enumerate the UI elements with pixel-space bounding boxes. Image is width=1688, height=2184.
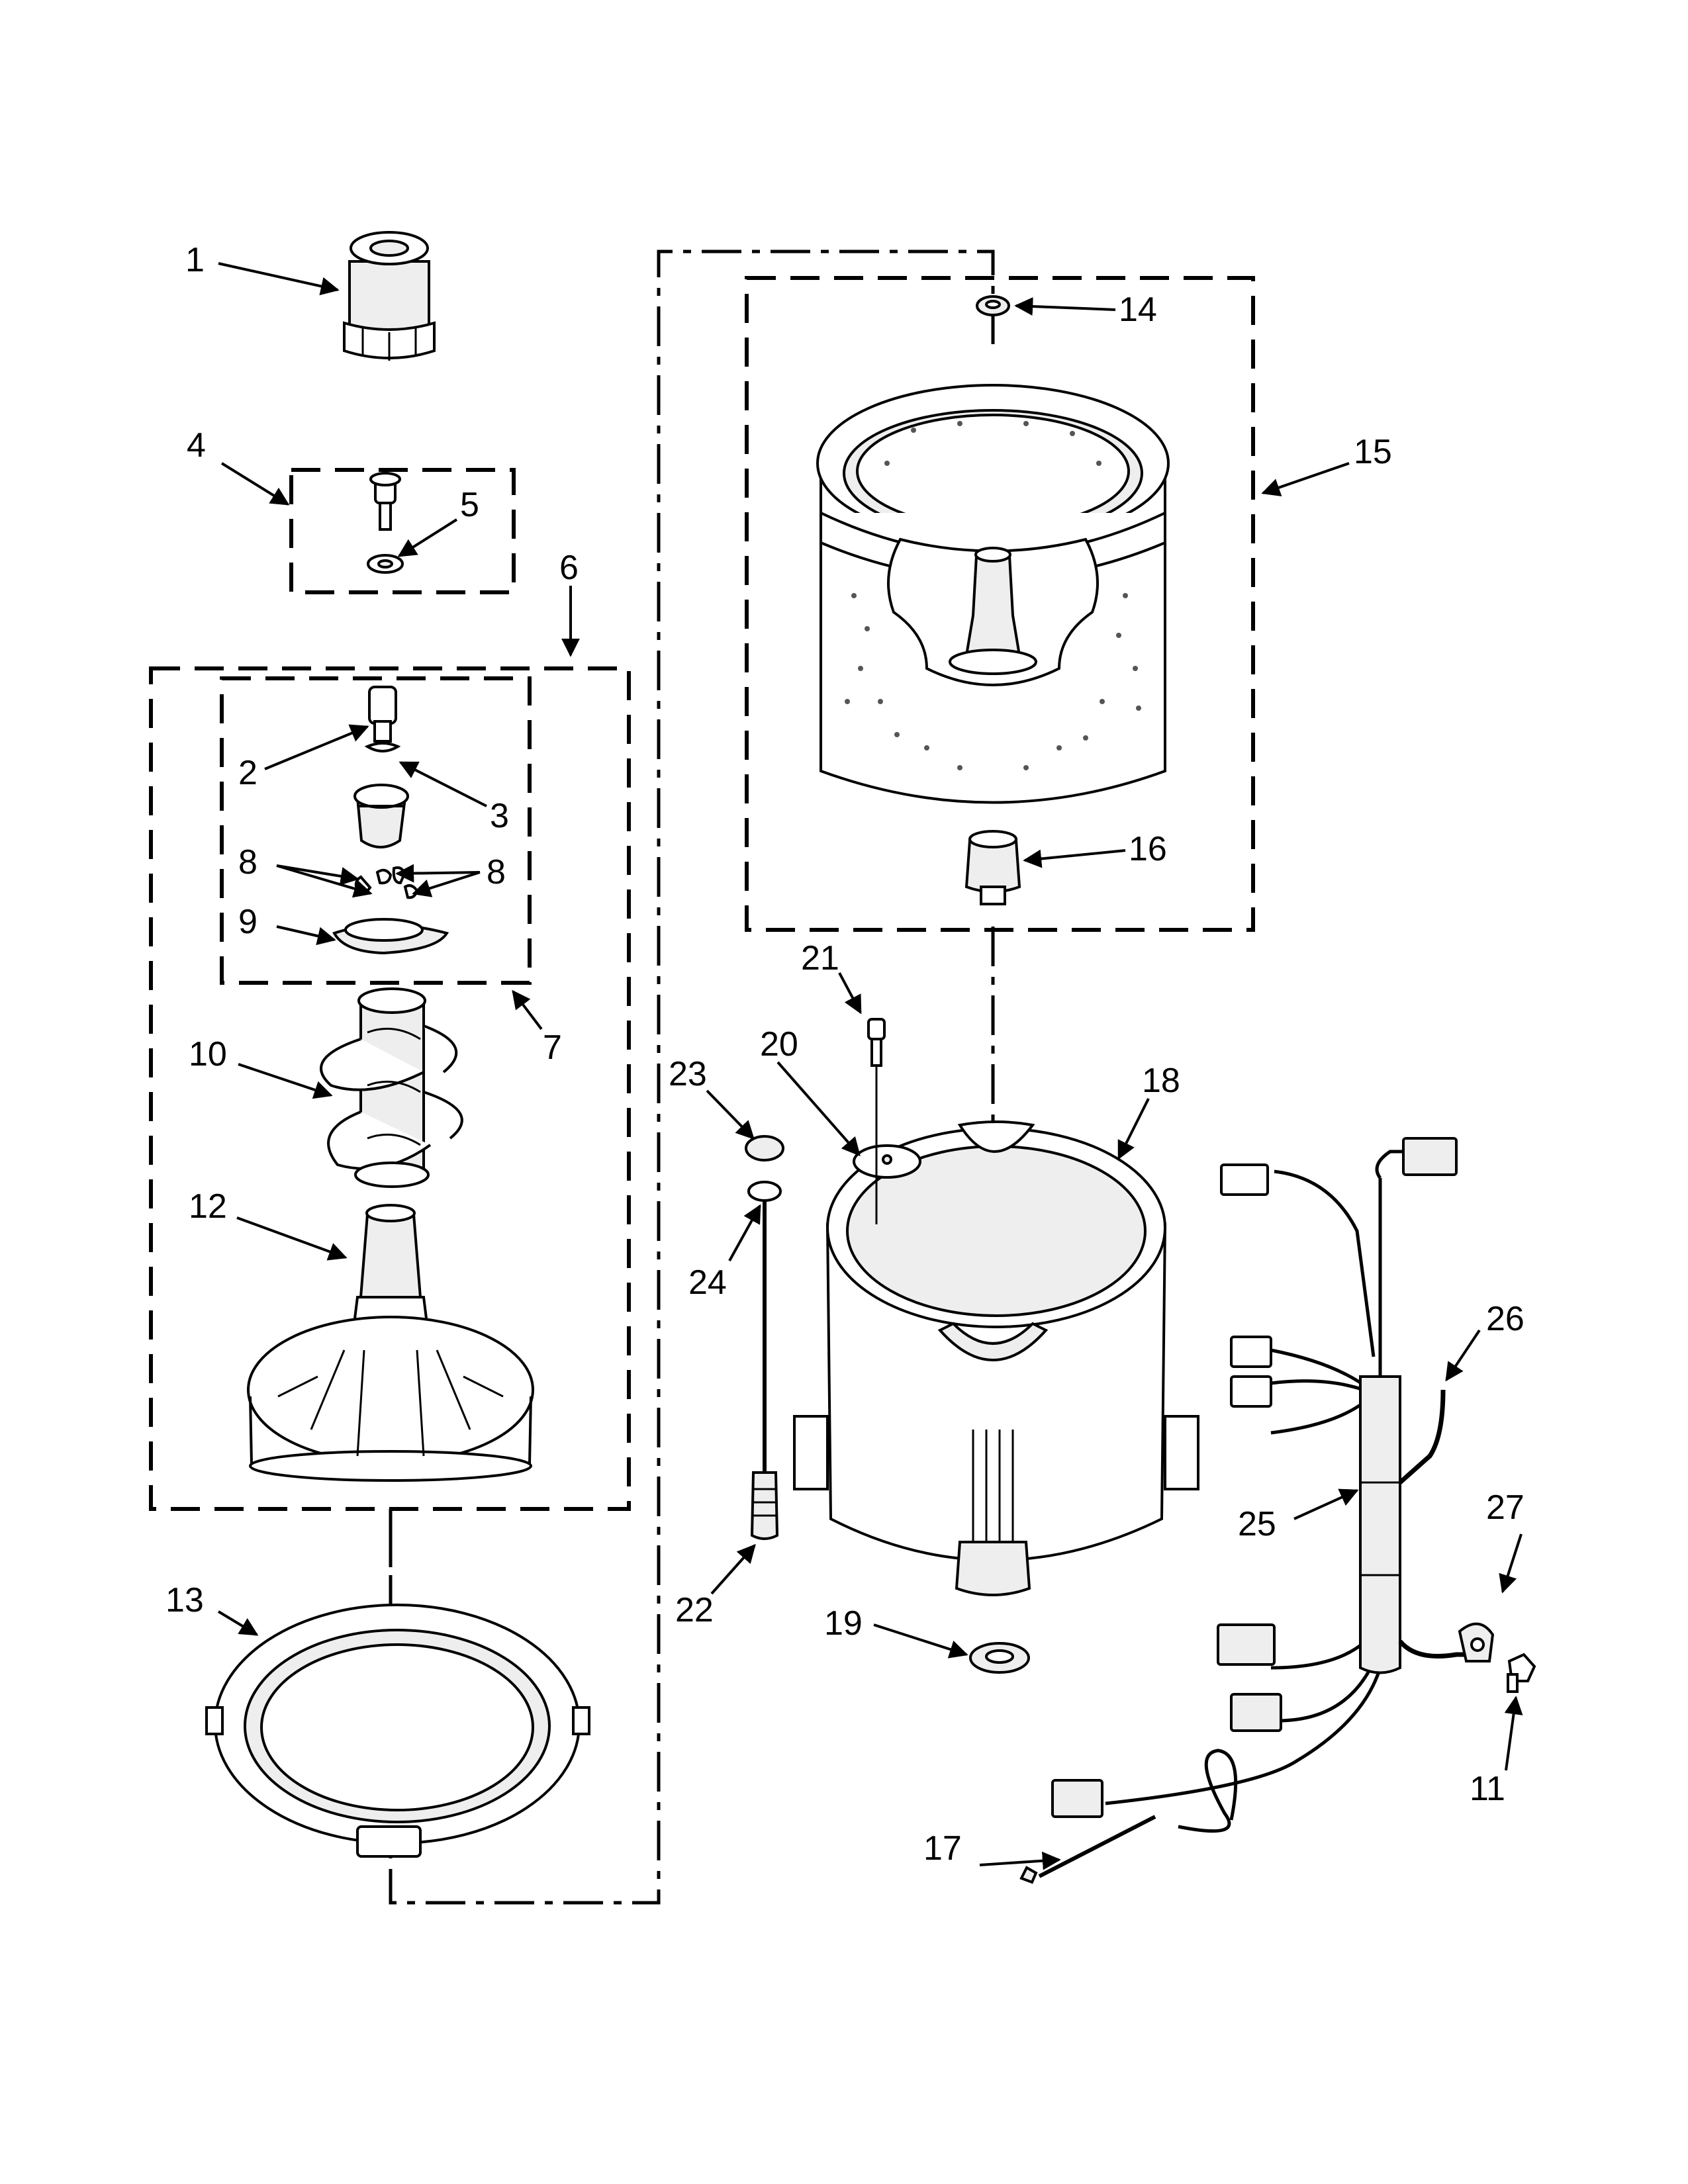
callout-8-right: 8 <box>487 853 506 891</box>
callout-1: 1 <box>185 241 205 279</box>
callout-23: 23 <box>669 1055 707 1093</box>
hub-nut-part <box>976 295 1010 316</box>
callout-14: 14 <box>1119 291 1157 329</box>
callout-24: 24 <box>688 1263 727 1302</box>
group-box-15 <box>745 276 1255 932</box>
callout-20: 20 <box>760 1025 798 1064</box>
callout-4: 4 <box>187 426 206 465</box>
agitator-cap-part <box>343 231 436 361</box>
group-box-4 <box>289 468 516 594</box>
callout-leaders <box>217 262 1523 1870</box>
callout-19: 19 <box>824 1604 863 1643</box>
wash-basket-part <box>816 384 1170 804</box>
bolt-washer-part <box>367 472 404 574</box>
tub-seal-part <box>969 1642 1030 1674</box>
callout-17: 17 <box>923 1829 962 1868</box>
auger-part <box>320 987 463 1188</box>
callout-21: 21 <box>801 939 839 978</box>
outer-tub-part <box>793 1120 1199 1596</box>
wire-tie-part <box>1019 1815 1156 1884</box>
group-box-7 <box>220 676 532 985</box>
callout-26: 26 <box>1486 1300 1524 1338</box>
callout-7: 7 <box>543 1028 562 1067</box>
callout-13: 13 <box>165 1581 204 1619</box>
callout-5: 5 <box>460 486 479 524</box>
callout-3: 3 <box>490 797 509 835</box>
callout-22: 22 <box>675 1591 714 1629</box>
callout-10: 10 <box>189 1035 227 1073</box>
cam-spring-dogs-part <box>332 686 449 955</box>
callout-15: 15 <box>1354 433 1392 471</box>
callout-16: 16 <box>1129 830 1167 868</box>
callout-25: 25 <box>1238 1505 1276 1543</box>
wire-harness-part <box>1051 1137 1483 1833</box>
callout-27: 27 <box>1486 1488 1524 1527</box>
callout-11: 11 <box>1470 1770 1505 1808</box>
drive-hub-part <box>964 830 1021 905</box>
callout-9: 9 <box>238 903 258 941</box>
agitator-base-part <box>247 1204 534 1482</box>
callout-12: 12 <box>189 1187 227 1226</box>
callout-8-left: 8 <box>238 843 258 882</box>
balance-ring-part <box>205 1604 590 1858</box>
tub-cover-screw-part <box>853 1018 921 1224</box>
callout-numbers: 1 4 5 6 2 3 8 8 9 7 10 12 13 14 15 16 21… <box>165 241 1524 1868</box>
callout-2: 2 <box>238 754 258 792</box>
suspension-rod-part <box>745 1135 784 1540</box>
callout-18: 18 <box>1142 1062 1180 1100</box>
callout-6: 6 <box>559 549 579 587</box>
harness-clip-screw-part <box>1458 1622 1536 1693</box>
